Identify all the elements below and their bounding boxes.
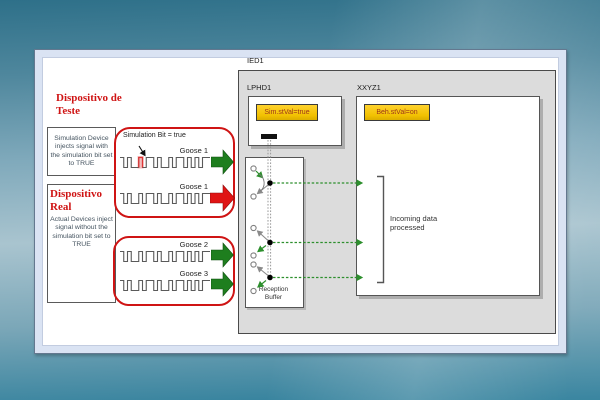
reception-buffer-box: [245, 157, 304, 308]
real-device-title: Dispositivo Real: [50, 188, 102, 213]
goose3-green-arrow-icon: [211, 271, 234, 297]
real-device-description-box: Dispositivo Real Actual Devices inject s…: [47, 184, 116, 303]
simulated-signals-group: [114, 127, 235, 218]
test-device-description-box: Simulation Device injects signal with th…: [47, 127, 116, 176]
xxyz1-box: [356, 96, 540, 296]
goose1-green-arrow-icon: [211, 149, 234, 175]
goose1-real-label: Goose 1: [179, 182, 208, 191]
beh-stval-badge: Beh.stVal=on: [364, 104, 430, 121]
test-device-title: Dispositivo de Teste: [56, 92, 122, 117]
test-device-description: Simulation Device injects signal with th…: [50, 134, 113, 167]
goose2-green-arrow-icon: [211, 242, 234, 268]
goose2-waveform: [120, 250, 210, 263]
goose1-label: Goose 1: [179, 146, 208, 155]
goose1-waveform: [120, 156, 210, 169]
goose1-red-arrow-icon: [210, 184, 235, 212]
goose3-label: Goose 3: [179, 269, 208, 278]
xxyz1-label: XXYZ1: [357, 83, 381, 92]
lphd1-label: LPHD1: [247, 83, 272, 92]
reception-buffer-label: Reception Buffer: [258, 286, 289, 301]
simulation-bit-annotation: Simulation Bit = true: [123, 132, 186, 139]
incoming-data-note: Incoming data processed: [390, 214, 438, 232]
goose1-real-waveform: [120, 192, 210, 205]
real-signals-group: [113, 236, 235, 306]
sim-stval-badge: Sim.stVal=true: [256, 104, 318, 121]
real-device-description: Actual Devices inject signal without the…: [50, 216, 113, 248]
goose2-label: Goose 2: [179, 240, 208, 249]
goose3-waveform: [120, 279, 210, 292]
ied1-label: IED1: [247, 56, 264, 65]
